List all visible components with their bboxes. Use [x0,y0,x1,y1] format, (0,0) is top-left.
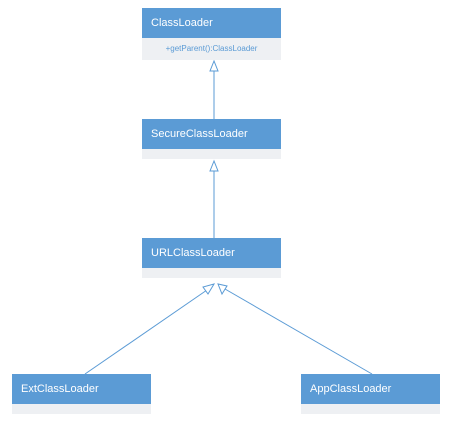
generalization-edge-app-to-url [224,288,373,375]
class-urlclassloader-name: URLClassLoader [142,238,281,268]
class-classloader-operations: +getParent():ClassLoader [142,38,281,60]
inheritance-arrowhead-url-right [217,283,228,296]
class-extclassloader-members [12,404,151,414]
class-appclassloader-members [301,404,440,414]
inheritance-arrowhead-classloader [209,59,219,72]
class-classloader[interactable]: ClassLoader +getParent():ClassLoader [142,8,281,60]
inheritance-arrowhead-url-left [202,283,216,295]
class-appclassloader-name: AppClassLoader [301,374,440,404]
class-appclassloader[interactable]: AppClassLoader [301,374,440,414]
generalization-edge-ext-to-url [84,289,208,375]
class-classloader-name: ClassLoader [142,8,281,38]
class-extclassloader[interactable]: ExtClassLoader [12,374,151,414]
class-urlclassloader-members [142,268,281,278]
class-extclassloader-name: ExtClassLoader [12,374,151,404]
class-secureclassloader[interactable]: SecureClassLoader [142,119,281,159]
class-secureclassloader-name: SecureClassLoader [142,119,281,149]
operation-getparent: +getParent():ClassLoader [165,44,258,53]
class-urlclassloader[interactable]: URLClassLoader [142,238,281,278]
inheritance-arrowhead-secure [209,159,219,172]
class-secureclassloader-members [142,149,281,159]
